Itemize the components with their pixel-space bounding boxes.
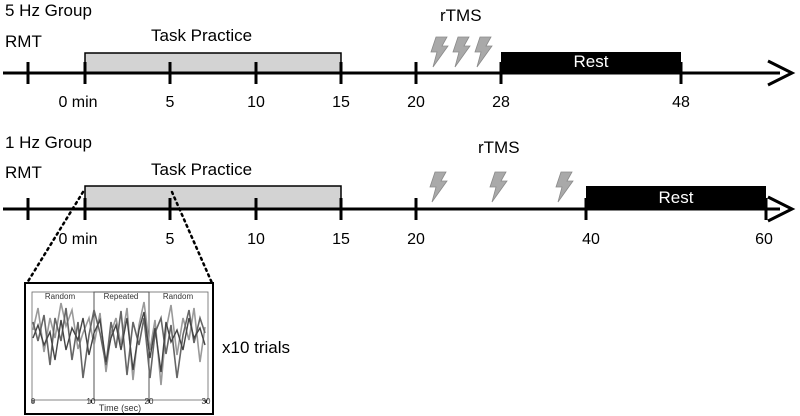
rtms-label: rTMS [478, 138, 520, 157]
tick-label: 5 [166, 94, 175, 111]
lightning-bolt-icon [429, 171, 448, 203]
rtms-bolt-icons [429, 171, 574, 203]
tick-label: 5 [166, 231, 175, 248]
zoom-connector-lines [25, 190, 214, 285]
tick-label: 48 [672, 94, 690, 111]
task-practice-label: Task Practice [151, 26, 252, 45]
tick-label: 0 min [58, 94, 97, 111]
rest-bar [501, 52, 681, 72]
timeline-tick-marks [26, 198, 768, 220]
inset-x-ticks [32, 400, 207, 403]
tracking-trace [32, 311, 206, 373]
tick-label: 20 [407, 231, 425, 248]
task-practice-label: Task Practice [151, 160, 252, 179]
lightning-bolt-icon [474, 36, 493, 68]
segment-label-random: Random [163, 292, 194, 301]
lightning-bolt-icon [452, 36, 471, 68]
timeline-arrowhead [767, 59, 796, 87]
rtms-bolt-icons [430, 36, 493, 68]
rest-bar [586, 186, 766, 209]
trials-count-label: x10 trials [222, 338, 290, 357]
inset-x-tick-label: 0 [31, 397, 36, 406]
group-1hz: 1 Hz Group RMT Task Practice rTMS Rest 0… [3, 133, 796, 248]
task-practice-bar [84, 52, 342, 74]
rest-label: Rest [574, 52, 609, 71]
rest-label: Rest [659, 188, 694, 207]
tick-label: 15 [332, 94, 350, 111]
group-title: 5 Hz Group [5, 1, 92, 20]
tick-labels: 0 min 5 10 15 20 40 60 [58, 231, 773, 248]
tick-label: 60 [755, 231, 773, 248]
tick-label: 10 [247, 231, 265, 248]
segment-label-random: Random [45, 292, 76, 301]
tick-label: 15 [332, 231, 350, 248]
tracking-trace [32, 307, 206, 379]
group-5hz: 5 Hz Group RMT Task Practice rTMS Rest 0… [3, 1, 796, 111]
rmt-label: RMT [5, 32, 42, 51]
tick-label: 28 [492, 94, 510, 111]
lightning-bolt-icon [555, 171, 574, 203]
task-practice-bar [84, 185, 342, 210]
inset-x-tick-label: 10 [87, 397, 96, 406]
rtms-label: rTMS [440, 6, 482, 25]
tick-label: 40 [582, 231, 600, 248]
tick-labels: 0 min 5 10 15 20 28 48 [58, 94, 690, 111]
timeline-tick-marks [26, 62, 683, 84]
tick-label: 10 [247, 94, 265, 111]
segment-label-repeated: Repeated [104, 292, 139, 301]
lightning-bolt-icon [430, 36, 449, 68]
tick-label: 0 min [58, 231, 97, 248]
rmt-label: RMT [5, 163, 42, 182]
inset-x-tick-label: 30 [202, 397, 211, 406]
tick-label: 20 [407, 94, 425, 111]
inset-x-tick-label: 20 [145, 397, 154, 406]
lightning-bolt-icon [489, 171, 508, 203]
group-title: 1 Hz Group [5, 133, 92, 152]
trial-inset: Random Repeated Random 0 10 20 30 Time (… [24, 282, 214, 415]
inset-x-axis-label: Time (sec) [99, 403, 141, 413]
timeline-arrowhead [767, 195, 796, 223]
